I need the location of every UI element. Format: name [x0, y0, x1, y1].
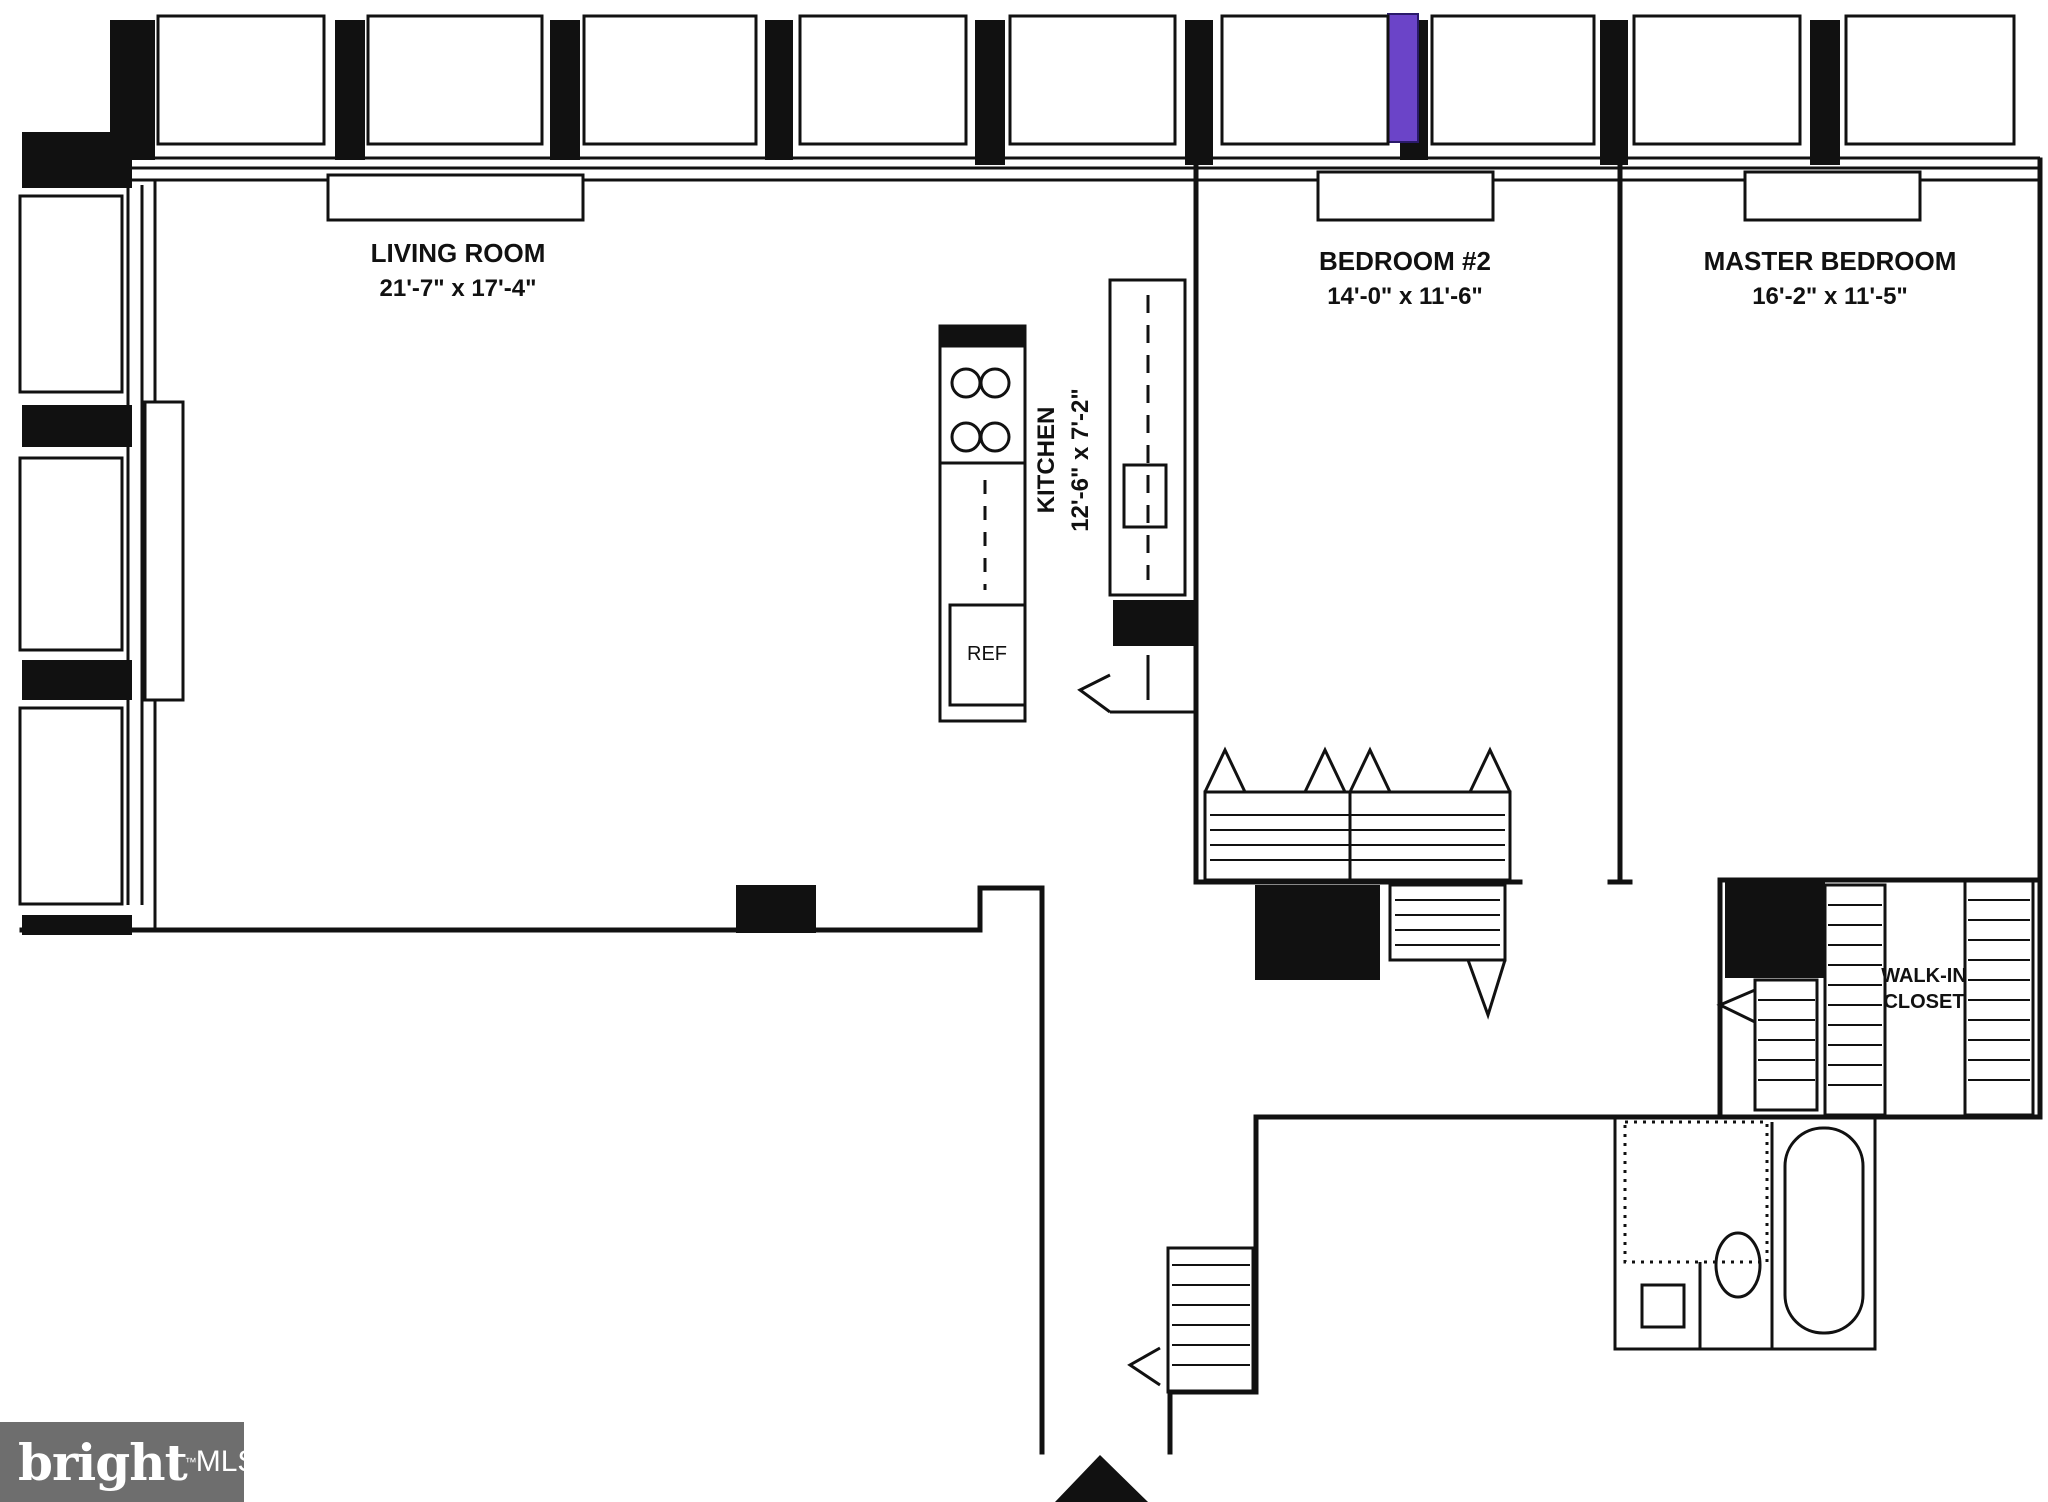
bathroom	[1613, 1115, 1877, 1351]
window-piers-left	[22, 405, 132, 935]
closet-shelving	[1758, 899, 2030, 1086]
logo-wordmark: bright	[18, 1432, 188, 1492]
window-panes-left	[18, 194, 124, 906]
radiators	[143, 170, 1922, 702]
living-room-name: LIVING ROOM	[371, 238, 546, 268]
master-bedroom-dims: 16'-2" x 11'-5"	[1752, 283, 1908, 310]
bedroom2-dims: 14'-0" x 11'-6"	[1327, 283, 1483, 310]
kitchen-name: KITCHEN	[1033, 407, 1060, 514]
window-piers-top	[22, 20, 1840, 188]
entry-closet	[1127, 1246, 1255, 1394]
walls	[19, 157, 2043, 1455]
bedroom2-closet	[1203, 746, 1512, 1020]
living-room-dims: 21'-7" x 17'-4"	[380, 275, 537, 302]
closet-label-line1: WALK-IN	[1881, 965, 1967, 987]
bedroom2-name: BEDROOM #2	[1319, 246, 1491, 276]
ref-label: REF	[967, 643, 1007, 665]
logo-trademark: ™	[184, 1455, 197, 1469]
stove-burners	[950, 367, 1011, 453]
entry-door-arrow	[1055, 1455, 1148, 1502]
walk-in-closet	[1716, 878, 2035, 1117]
structural-columns	[736, 600, 1825, 980]
window-panes-top	[156, 14, 2016, 146]
logo-suffix: MLS	[195, 1445, 258, 1478]
window-accent-pier	[1387, 13, 1419, 143]
bright-mls-logo: bright ™ MLS	[0, 1422, 257, 1502]
hanger-hatching	[1210, 814, 1505, 946]
closet-label-line2: CLOSET	[1883, 991, 1964, 1013]
master-bedroom-name: MASTER BEDROOM	[1704, 246, 1957, 276]
kitchen-dims: 12'-6" x 7'-2"	[1067, 388, 1094, 532]
